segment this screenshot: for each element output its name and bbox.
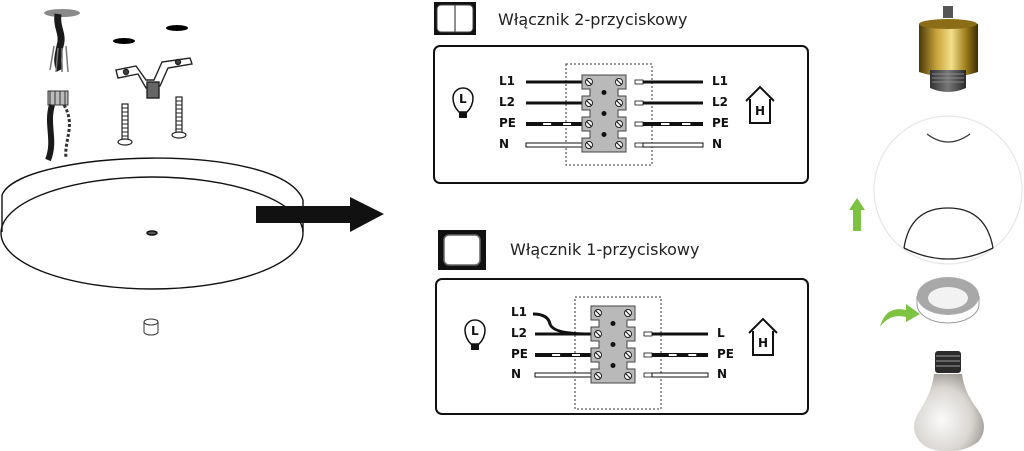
terminal-screw-slot: [625, 310, 631, 316]
brass-socket-holder: [919, 6, 978, 92]
terminal-screw-slot: [625, 373, 631, 379]
lamp-outline: [452, 87, 474, 113]
wire-label-left: PE: [511, 347, 528, 361]
wire-label-right: N: [712, 137, 723, 151]
output-wire-PE-stripe: [688, 354, 697, 356]
terminal-screw-slot: [586, 79, 592, 85]
screw: [171, 96, 187, 139]
ceiling-hole: [113, 38, 135, 44]
lamp-outline: [464, 319, 486, 345]
input-wire-PE-stripe: [563, 123, 572, 125]
terminal-screw-slot: [595, 331, 601, 337]
terminal-screw-slot: [616, 100, 622, 106]
wire-label-right: PE: [717, 347, 734, 361]
lamp-base: [459, 112, 467, 118]
terminal-screw-slot: [616, 79, 622, 85]
lamp-icon: [452, 87, 474, 118]
terminal-screw-slot: [586, 121, 592, 127]
input-wire-PE-stripe: [552, 354, 561, 356]
wire-label-right: L: [717, 326, 725, 340]
terminal-screw-slot: [586, 100, 592, 106]
wire-label-left: L1: [499, 74, 515, 88]
house-outline: [748, 317, 778, 356]
terminal-bridge-dot: [601, 132, 607, 137]
house-label: H: [755, 104, 766, 118]
input-wire-PE-stripe: [572, 354, 581, 356]
terminal-screw-slot: [625, 352, 631, 358]
terminal-screw-slot: [616, 142, 622, 148]
wire-label-left: L2: [511, 326, 527, 340]
ceiling-mount-assembly: [0, 9, 384, 336]
input-wire-PE-stripe: [543, 123, 552, 125]
house-icon: [748, 317, 778, 356]
screw: [117, 103, 133, 146]
wire-connector: [45, 90, 71, 162]
terminal-screw-slot: [625, 331, 631, 337]
wire-label-right: N: [717, 367, 728, 381]
lamp-label: L: [471, 324, 479, 338]
light-bulb: [914, 351, 984, 451]
ceiling-hole: [166, 25, 188, 31]
terminal-screw-slot: [595, 310, 601, 316]
terminal-bridge-dot: [610, 342, 616, 347]
wiring-panel-2-button: [433, 45, 809, 184]
output-wire-PE-stripe: [682, 123, 691, 125]
output-wire-N: [642, 142, 704, 148]
wire-label-right: L1: [712, 74, 728, 88]
shade-ring: [916, 277, 980, 324]
terminal-bridge-dot: [601, 111, 607, 116]
output-wire-PE-stripe: [661, 123, 670, 125]
mounting-bracket: [115, 57, 193, 99]
wire-label-left: N: [511, 367, 522, 381]
lamp-label: L: [459, 92, 467, 106]
wire-label-right: PE: [712, 116, 729, 130]
wire-label-right: L2: [712, 95, 728, 109]
terminal-bridge-dot: [601, 90, 607, 95]
arrow-curved-icon: [880, 304, 920, 327]
wiring-panel-1-button: [435, 278, 809, 415]
house-label: H: [758, 336, 769, 350]
wire-label-left: PE: [499, 116, 516, 130]
wire-label-left: N: [499, 137, 510, 151]
output-wire-PE-stripe: [668, 354, 677, 356]
lamp-icon: [464, 319, 486, 350]
house-icon: [745, 85, 775, 124]
terminal-screw-slot: [595, 352, 601, 358]
arrow-up-icon: [849, 198, 865, 231]
arrow-right-icon: [256, 197, 384, 232]
terminal-screw-slot: [595, 373, 601, 379]
terminal-block: [581, 74, 627, 153]
glass-globe-shade: [873, 115, 1023, 265]
wire-label-left: L1: [511, 305, 527, 319]
terminal-bridge-dot: [610, 321, 616, 326]
switch-1-title: Włącznik 1-przyciskowy: [510, 240, 700, 259]
lamp-base: [471, 344, 479, 350]
terminal-block: [590, 305, 636, 384]
switch-box-outline: [565, 63, 653, 166]
terminal-screw-slot: [586, 142, 592, 148]
ceiling-cable: [44, 9, 80, 73]
terminal-bridge-dot: [610, 363, 616, 368]
house-outline: [745, 85, 775, 124]
wire-label-left: L2: [499, 95, 515, 109]
terminal-screw-slot: [616, 121, 622, 127]
canopy-disc: [0, 157, 304, 290]
output-wire-N: [651, 372, 709, 378]
switch-2-title: Włącznik 2-przyciskowy: [498, 10, 688, 29]
cap-nut: [143, 318, 159, 336]
